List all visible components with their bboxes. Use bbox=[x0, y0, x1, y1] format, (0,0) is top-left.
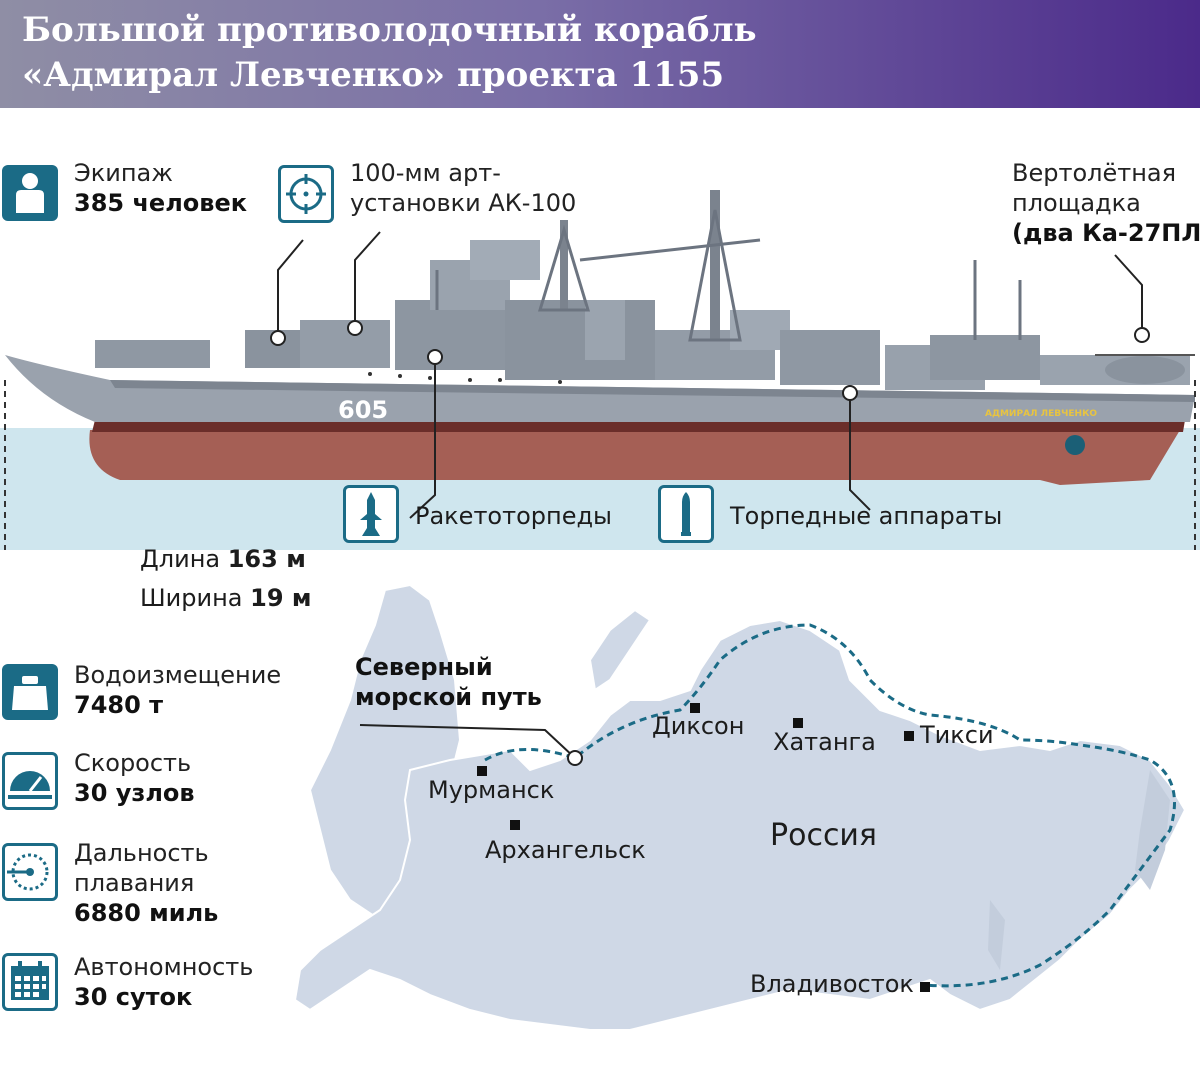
helipad-callout: Вертолётная площадка (два Ка-27ПЛ) bbox=[1012, 158, 1200, 248]
header-banner: Большой противолодочный корабль «Адмирал… bbox=[0, 0, 1200, 108]
novaya-zemlya bbox=[588, 608, 652, 692]
crew-label: Экипаж bbox=[74, 159, 173, 187]
length-dimension: Длина 163 м bbox=[140, 545, 306, 573]
length-label: Длина bbox=[140, 545, 221, 573]
hull-name: АДМИРАЛ ЛЕВЧЕНКО bbox=[985, 409, 1097, 419]
autonomy-value: 30 суток bbox=[74, 983, 193, 1011]
helipad-line1: Вертолётная bbox=[1012, 159, 1177, 187]
route-label: Северный морской путь bbox=[355, 652, 542, 712]
rocket-torpedo-icon bbox=[343, 485, 399, 543]
range-label: Дальность bbox=[74, 839, 209, 867]
page-title-line1: Большой противолодочный корабль bbox=[22, 10, 757, 50]
autonomy-spec: Автономность 30 суток bbox=[74, 952, 253, 1012]
city-tiksi: Тикси bbox=[920, 721, 994, 749]
helipad-line2: площадка bbox=[1012, 189, 1141, 217]
speed-label: Скорость bbox=[74, 749, 192, 777]
range-label2: плавания bbox=[74, 869, 195, 897]
northern-sea-route bbox=[484, 623, 1176, 988]
helipad-line3: (два Ка-27ПЛ) bbox=[1012, 219, 1200, 247]
displacement-spec: Водоизмещение 7480 т bbox=[74, 660, 281, 720]
crosshair-icon bbox=[278, 165, 334, 223]
route-marker bbox=[567, 750, 583, 766]
city-vladivostok: Владивосток bbox=[750, 970, 914, 998]
city-dikson: Диксон bbox=[652, 712, 745, 740]
route-line1: Северный bbox=[355, 653, 493, 681]
page-title-line2: «Адмирал Левченко» проекта 1155 bbox=[22, 55, 725, 95]
torpedo-icon bbox=[658, 485, 714, 543]
hull-underwater bbox=[89, 430, 1180, 485]
calendar-icon bbox=[2, 953, 58, 1011]
speedometer-icon bbox=[2, 752, 58, 810]
crew-icon bbox=[2, 165, 58, 221]
hull-number: 605 bbox=[338, 396, 388, 424]
vladivostok-marker bbox=[920, 982, 930, 992]
crew-value: 385 человек bbox=[74, 189, 248, 217]
width-value: 19 м bbox=[250, 584, 312, 612]
dikson-marker bbox=[690, 703, 700, 713]
russia-landmass bbox=[293, 618, 1187, 1031]
russia-map bbox=[293, 583, 1187, 1031]
murmansk-marker bbox=[477, 766, 487, 776]
tiksi-marker bbox=[904, 731, 914, 741]
arkhangelsk-marker bbox=[510, 820, 520, 830]
helicopter bbox=[1105, 356, 1185, 384]
range-dial-icon bbox=[2, 843, 58, 901]
speed-value: 30 узлов bbox=[74, 779, 195, 807]
route-line2: морской путь bbox=[355, 683, 542, 711]
city-khatanga: Хатанга bbox=[773, 728, 876, 756]
city-arkhangelsk: Архангельск bbox=[485, 836, 646, 864]
propeller bbox=[1065, 435, 1085, 455]
guns-line1: 100-мм арт- bbox=[350, 159, 501, 187]
city-murmansk: Мурманск bbox=[428, 776, 555, 804]
displacement-label: Водоизмещение bbox=[74, 661, 282, 689]
country-label: Россия bbox=[770, 818, 877, 853]
autonomy-label: Автономность bbox=[74, 953, 254, 981]
width-label: Ширина bbox=[140, 584, 243, 612]
weight-icon bbox=[2, 664, 58, 720]
crew-spec: Экипаж 385 человек bbox=[74, 158, 247, 218]
width-dimension: Ширина 19 м bbox=[140, 584, 312, 612]
khatanga-marker bbox=[793, 718, 803, 728]
guns-line2: установки АК-100 bbox=[350, 189, 577, 217]
speed-spec: Скорость 30 узлов bbox=[74, 748, 195, 808]
guns-callout: 100-мм арт- установки АК-100 bbox=[350, 158, 576, 218]
range-value: 6880 миль bbox=[74, 899, 219, 927]
sakhalin bbox=[988, 900, 1005, 970]
rocket-torpedoes-label: Ракетоторпеды bbox=[415, 502, 613, 530]
ship-illustration: 605 АДМИРАЛ ЛЕВЧЕНКО bbox=[0, 190, 1200, 550]
displacement-value: 7480 т bbox=[74, 691, 164, 719]
range-spec: Дальность плавания 6880 миль bbox=[74, 838, 218, 928]
torpedo-tubes-label: Торпедные аппараты bbox=[730, 502, 1003, 530]
length-value: 163 м bbox=[227, 545, 306, 573]
kamchatka bbox=[1135, 770, 1170, 890]
